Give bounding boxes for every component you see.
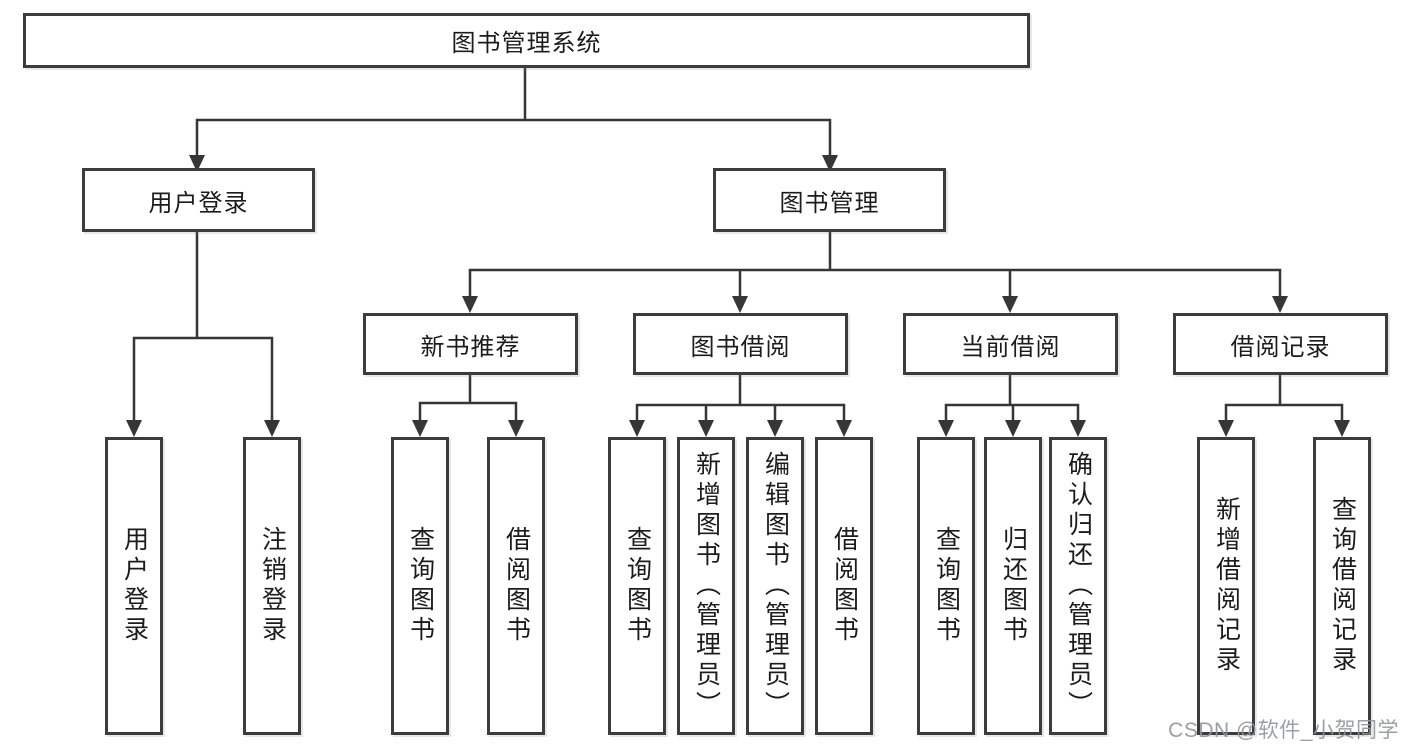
arrowheads <box>126 155 1350 437</box>
node-borrow-records: 借阅记录 <box>1173 313 1388 375</box>
node-label: 编辑图书（管理员） <box>761 451 790 721</box>
node-book-borrow: 图书借阅 <box>633 313 848 375</box>
node-new-book-recommend: 新书推荐 <box>363 313 578 375</box>
leaf-borrow-books: 借阅图书 <box>815 437 873 735</box>
node-root: 图书管理系统 <box>23 13 1030 68</box>
node-label: 借阅图书 <box>830 526 859 646</box>
leaf-user-login: 用户登录 <box>105 437 163 735</box>
node-label: 新书推荐 <box>420 333 521 361</box>
node-label: 用户登录 <box>148 189 249 217</box>
node-label: 新增图书（管理员） <box>692 451 721 721</box>
node-label: 注销登录 <box>258 526 287 646</box>
leaf-add-borrow-record: 新增借阅记录 <box>1197 437 1255 735</box>
node-label: 查询图书 <box>932 526 961 646</box>
leaf-add-books-admin: 新增图书（管理员） <box>677 437 735 735</box>
node-label: 确认归还（管理员） <box>1064 451 1093 721</box>
node-label: 借阅图书 <box>502 526 531 646</box>
node-current-borrow: 当前借阅 <box>903 313 1118 375</box>
node-label: 归还图书 <box>999 526 1028 646</box>
leaf-recommend-query-books: 查询图书 <box>391 437 449 735</box>
node-label: 查询图书 <box>623 526 652 646</box>
node-user-login: 用户登录 <box>82 168 315 232</box>
leaf-edit-books-admin: 编辑图书（管理员） <box>746 437 804 735</box>
node-label: 图书管理 <box>779 189 880 217</box>
leaf-logout: 注销登录 <box>243 437 301 735</box>
leaf-confirm-return-admin: 确认归还（管理员） <box>1049 437 1107 735</box>
node-label: 借阅记录 <box>1230 333 1331 361</box>
tree-edges <box>132 66 1344 424</box>
node-book-management: 图书管理 <box>713 168 946 232</box>
node-label: 图书管理系统 <box>451 30 602 57</box>
node-label: 当前借阅 <box>960 333 1061 361</box>
node-label: 查询图书 <box>406 526 435 646</box>
node-label: 图书借阅 <box>690 333 791 361</box>
node-label: 新增借阅记录 <box>1212 496 1241 676</box>
leaf-borrow-query-books: 查询图书 <box>608 437 666 735</box>
leaf-current-query-books: 查询图书 <box>917 437 975 735</box>
leaf-return-books: 归还图书 <box>984 437 1042 735</box>
leaf-query-borrow-record: 查询借阅记录 <box>1313 437 1371 735</box>
leaf-recommend-borrow-books: 借阅图书 <box>487 437 545 735</box>
node-label: 查询借阅记录 <box>1328 496 1357 676</box>
csdn-watermark: CSDN @软件_小贺同学 <box>1168 719 1399 742</box>
node-label: 用户登录 <box>120 526 149 646</box>
